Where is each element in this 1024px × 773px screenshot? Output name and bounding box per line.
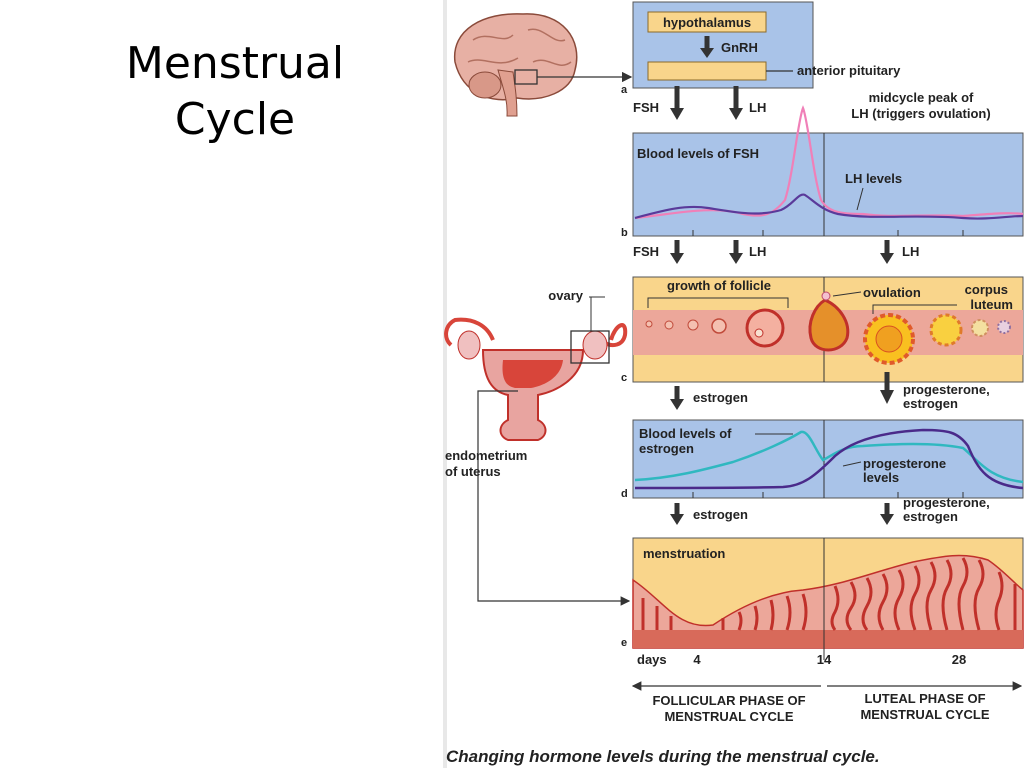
fsh-curve [634,193,1024,220]
figure-caption: Changing hormone levels during the menst… [446,747,880,766]
growth-follicle-label: growth of follicle [667,278,771,293]
panel-d-letter: d [621,488,628,500]
follicular-phase-line2: MENSTRUAL CYCLE [664,709,793,724]
corpus-label-line2: luteum [970,297,1013,312]
day-4-label: 4 [693,652,701,667]
panel-b-letter: b [621,227,628,239]
panel-b: Blood levels of FSH LH levels b [621,105,1024,239]
estrogen-levels-label-line1: Blood levels of [639,426,732,441]
uterine-glands [641,557,1017,631]
estrogen-label-d: estrogen [693,507,748,522]
endometrium-base [633,630,1023,648]
progesterone-label-d-line1: progesterone, [903,495,990,510]
days-label: days [637,652,667,667]
slide-title: Menstrual Cycle [60,36,410,148]
day-28-label: 28 [952,652,966,667]
anterior-pituitary-box [647,61,767,81]
lh-label-a: LH [749,100,766,115]
day-14-label: 14 [817,652,832,667]
estrogen-label-c: estrogen [693,390,748,405]
luteal-phase-line2: MENSTRUAL CYCLE [860,707,989,722]
follicles [645,291,1011,365]
progesterone-label-c-line2: estrogen [903,396,958,411]
panel-e: menstruation e [621,537,1024,660]
endometrium-label-line1: endometrium [445,448,527,463]
estrogen-levels-label-line2: estrogen [639,441,694,456]
figure-svg: hypothalamus GnRH anterior pituitary a F… [443,0,1024,768]
fsh-levels-label: Blood levels of FSH [637,146,759,161]
panel-d: Blood levels of estrogen progesterone le… [621,419,1024,500]
panel-e-letter: e [621,637,627,649]
figure-left-border [443,0,447,768]
estrogen-curve [634,430,1024,484]
panel-c: growth of follicle ovulation corpus lute… [621,276,1024,384]
midcycle-note-line1: midcycle peak of [869,90,974,105]
slide-title-line2: Cycle [174,94,296,145]
hypothalamus-label: hypothalamus [663,15,751,30]
lh-levels-label: LH levels [845,171,902,186]
menstrual-cycle-figure: hypothalamus GnRH anterior pituitary a F… [443,0,1024,773]
endometrium-label-line2: of uterus [445,464,501,479]
lh-label-b: LH [749,244,766,259]
phase-labels: FOLLICULAR PHASE OF MENSTRUAL CYCLE LUTE… [631,681,1023,724]
slide-title-line1: Menstrual [125,38,345,89]
gnrh-label: GnRH [721,40,758,55]
arrows-d-to-e: estrogen progesterone, estrogen [670,495,990,525]
days-axis: days 4 14 28 [637,652,966,667]
luteal-phase-line1: LUTEAL PHASE OF [864,691,985,706]
anterior-pituitary-label: anterior pituitary [797,63,901,78]
arrows-b-to-c: FSH LH LH [633,240,919,264]
brain-illustration [454,13,578,117]
panel-a-letter: a [621,84,628,96]
arrows-a-to-b: FSH LH midcycle peak of LH (triggers ovu… [633,86,991,121]
ovulation-label: ovulation [863,285,921,300]
ovary-label: ovary [548,288,583,303]
follicular-phase-line1: FOLLICULAR PHASE OF [652,693,805,708]
midcycle-note-line2: LH (triggers ovulation) [851,106,990,121]
fsh-label-b: FSH [633,244,659,259]
progesterone-label-c-line1: progesterone, [903,382,990,397]
panel-c-letter: c [621,372,627,384]
progesterone-curve [634,428,1024,490]
endometrium-layer [632,554,1024,649]
panel-a: hypothalamus GnRH anterior pituitary a [621,1,901,96]
progesterone-label-d-line2: estrogen [903,509,958,524]
progesterone-levels-label-line2: levels [863,470,899,485]
endometrium-callout: endometrium of uterus [445,390,631,606]
lh-label-b2: LH [902,244,919,259]
arrows-c-to-d: estrogen progesterone, estrogen [670,372,990,411]
uterus-illustration: ovary [444,288,628,441]
menstruation-label: menstruation [643,546,725,561]
fsh-label-a: FSH [633,100,659,115]
gnrh-arrow [700,48,714,58]
progesterone-levels-label-line1: progesterone [863,456,946,471]
corpus-label-line1: corpus [965,282,1008,297]
